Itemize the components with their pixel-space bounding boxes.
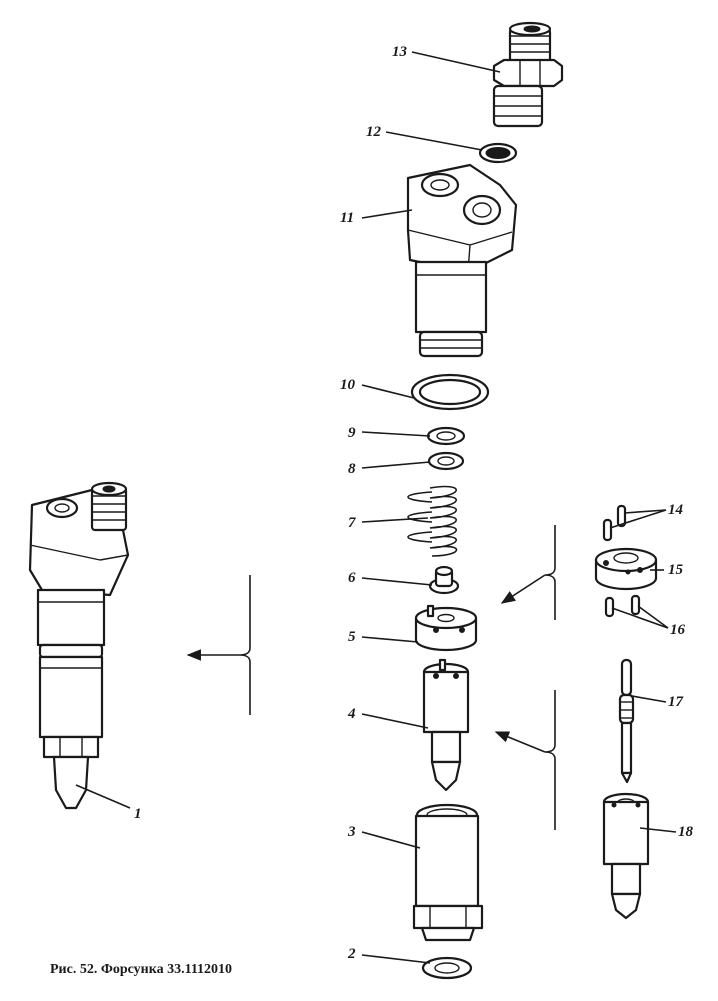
part-4-nozzle [422,658,470,792]
label-4: 4 [347,706,356,722]
part-9-washer [426,426,466,446]
label-1: 1 [134,806,142,822]
part-5-spacer [414,604,478,652]
part-7-spring [407,485,458,557]
group-brace-upper [500,525,556,620]
part-17-needle [618,658,635,784]
label-9: 9 [348,425,356,441]
part-18-nozzle-body [602,792,650,920]
part-8-washer [427,451,465,471]
figure-caption: Рис. 52. Форсунка 33.1112010 [50,962,233,977]
part-12-filter [478,142,518,164]
label-10: 10 [340,377,356,393]
label-6: 6 [348,570,356,586]
label-17: 17 [668,694,684,710]
part-13-fitting [492,21,564,128]
label-13: 13 [392,44,408,60]
label-2: 2 [347,946,356,962]
part-2-washer [421,956,473,980]
part-6-rod [428,565,460,595]
label-5: 5 [348,629,356,645]
label-16: 16 [670,622,686,638]
label-11: 11 [340,210,354,226]
part-14-pins [602,504,627,542]
part-16-pins [604,594,641,618]
group-brace-lower [494,690,556,830]
label-15: 15 [668,562,684,578]
assembled-injector [28,481,130,810]
label-18: 18 [678,824,694,840]
part-15-spacer [594,547,658,591]
label-8: 8 [348,461,356,477]
part-10-ring [410,373,490,411]
label-7: 7 [348,515,356,531]
label-3: 3 [347,824,356,840]
part-3-nut [412,803,484,942]
part-11-body [406,163,518,358]
assembly-brace-left [186,575,251,715]
label-12: 12 [366,124,382,140]
label-14: 14 [668,502,684,518]
leader-lines [75,51,677,964]
